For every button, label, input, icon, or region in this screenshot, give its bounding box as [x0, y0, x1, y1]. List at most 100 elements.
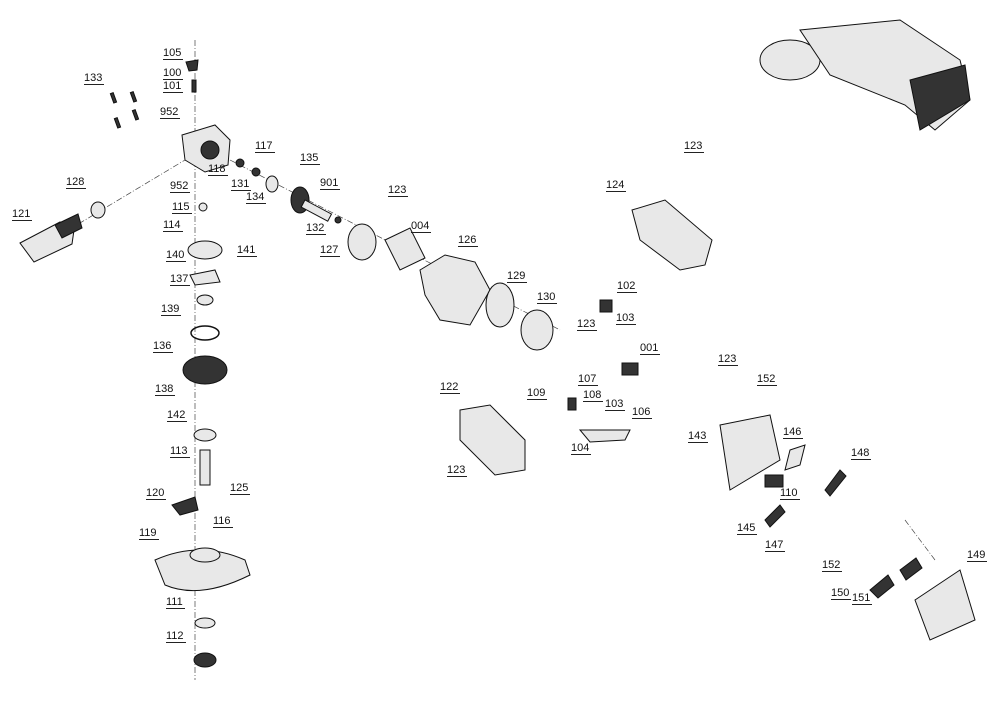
part-callout-121: 121 [12, 208, 33, 221]
rotor-004 [384, 227, 426, 271]
spindle-lock-button [185, 59, 199, 72]
part-callout-145: 145 [737, 522, 758, 535]
part-callout-110: 110 [780, 487, 800, 500]
nut-952 [198, 202, 208, 212]
spring-100 [191, 79, 197, 93]
nut-112 [193, 652, 217, 668]
part-callout-103: 103 [616, 312, 637, 325]
part-callout-142: 142 [167, 409, 188, 422]
armature-shaft [300, 199, 333, 222]
part-callout-101: 101 [163, 80, 184, 93]
part-callout-136: 136 [153, 340, 174, 353]
part-callout-901: 901 [320, 177, 341, 190]
part-callout-115: 115 [172, 201, 192, 214]
housing-half-124 [631, 199, 713, 271]
part-callout-152: 152 [822, 559, 843, 572]
contact-148 [824, 469, 847, 497]
gear-114 [187, 240, 223, 260]
part-107 [567, 397, 577, 411]
bearing-132 [334, 216, 342, 224]
part-callout-150: 150 [831, 587, 852, 600]
battery-mount-143 [719, 414, 781, 491]
part-callout-109: 109 [527, 387, 548, 400]
side-handle-part [19, 213, 83, 263]
guard-collar [189, 547, 221, 563]
part-callout-128: 128 [66, 176, 87, 189]
part-callout-151: 151 [852, 592, 873, 605]
part-callout-122: 122 [440, 381, 461, 394]
part-callout-130: 130 [537, 291, 558, 304]
plate-140 [189, 269, 221, 286]
part-callout-123: 123 [447, 464, 468, 477]
part-callout-004: 004 [411, 220, 432, 233]
part-callout-127: 127 [320, 244, 341, 257]
part-callout-141: 141 [237, 244, 258, 257]
part-120 [171, 496, 199, 516]
part-callout-104: 104 [571, 442, 592, 455]
housing-half-122 [459, 404, 526, 476]
part-callout-117: 117 [255, 140, 275, 153]
part-callout-146: 146 [783, 426, 804, 439]
module-001 [621, 362, 639, 376]
part-151b [899, 557, 923, 581]
part-callout-112: 112 [166, 630, 186, 643]
part-callout-149: 149 [967, 549, 988, 562]
part-callout-119: 119 [139, 527, 159, 540]
fan-cover-130 [520, 309, 554, 351]
part-callout-123: 123 [718, 353, 739, 366]
bearing-142 [193, 428, 217, 442]
part-callout-001: 001 [640, 342, 661, 355]
gear-head-part [181, 124, 231, 173]
flange-111 [194, 617, 216, 629]
part-callout-100: 100 [163, 67, 184, 80]
screws-133 [109, 90, 140, 129]
ring-128 [90, 201, 106, 219]
part-callout-111: 111 [166, 596, 185, 609]
part-callout-131: 131 [231, 178, 252, 191]
part-callout-126: 126 [458, 234, 479, 247]
part-callout-107: 107 [578, 373, 599, 386]
assembled-grinder-illustration [759, 19, 971, 131]
switch-102 [599, 299, 613, 313]
part-callout-138: 138 [155, 383, 176, 396]
washer-134 [265, 175, 279, 193]
battery-axis [904, 519, 936, 561]
bearing-flange-136 [182, 355, 228, 385]
part-callout-114: 114 [163, 219, 183, 232]
bearing-137 [196, 294, 214, 306]
part-callout-103: 103 [605, 398, 626, 411]
part-callout-108: 108 [583, 389, 604, 402]
part-callout-139: 139 [161, 303, 182, 316]
part-callout-118: 118 [208, 163, 228, 176]
spindle-113 [199, 449, 211, 486]
motor-housing-126 [419, 254, 491, 326]
part-callout-147: 147 [765, 539, 786, 552]
guard-119 [154, 549, 251, 592]
part-callout-148: 148 [851, 447, 872, 460]
part-callout-134: 134 [246, 191, 267, 204]
part-callout-125: 125 [230, 482, 251, 495]
part-callout-137: 137 [170, 273, 191, 286]
part-callout-135: 135 [300, 152, 321, 165]
ring-129 [485, 282, 515, 328]
part-146 [784, 444, 806, 471]
part-callout-123: 123 [388, 184, 409, 197]
o-ring-139 [190, 325, 220, 341]
part-callout-140: 140 [166, 249, 187, 262]
part-callout-105: 105 [163, 47, 184, 60]
battery-adapter-149 [914, 569, 976, 641]
part-callout-129: 129 [507, 270, 528, 283]
part-151 [869, 574, 895, 599]
part-145 [764, 504, 786, 528]
part-callout-113: 113 [170, 445, 190, 458]
part-callout-120: 120 [146, 487, 167, 500]
part-callout-124: 124 [606, 179, 627, 192]
part-callout-952: 952 [170, 180, 191, 193]
part-callout-123: 123 [577, 318, 598, 331]
part-110 [764, 474, 784, 488]
part-callout-152: 152 [757, 373, 778, 386]
part-118 [235, 158, 245, 168]
part-callout-133: 133 [84, 72, 105, 85]
